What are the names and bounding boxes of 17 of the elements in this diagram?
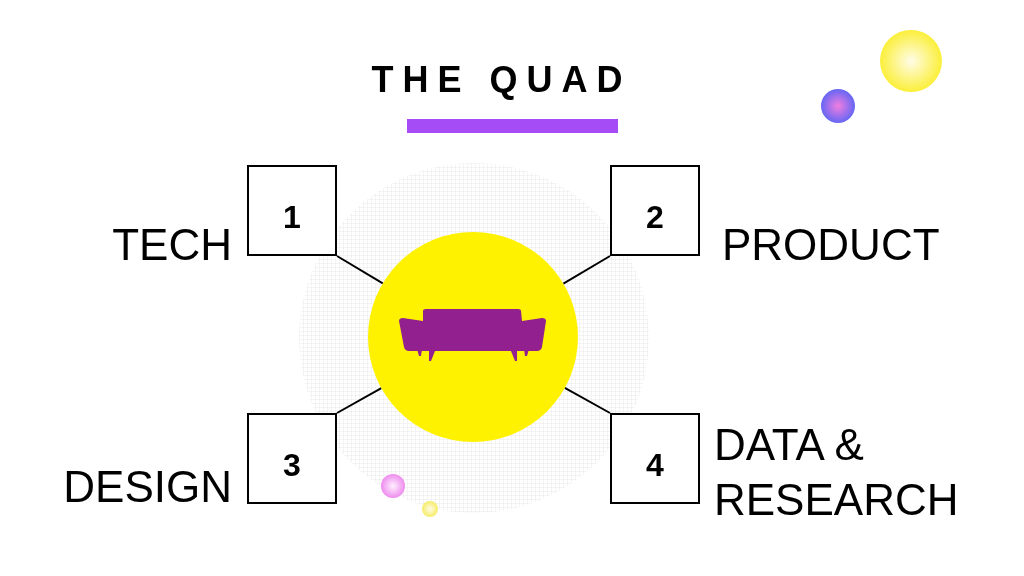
connector-line (336, 387, 383, 414)
number-box (247, 413, 337, 504)
number-box (610, 165, 700, 256)
category-label: PRODUCT (722, 219, 940, 271)
box-number: 2 (646, 200, 664, 233)
category-label: DESIGN (63, 461, 232, 513)
box-number: 4 (646, 448, 664, 481)
connector-line (562, 255, 611, 285)
box-number: 1 (283, 200, 301, 233)
connector-line (336, 255, 384, 285)
title: THE QUAD (370, 62, 633, 98)
number-box (247, 165, 337, 256)
connector-line (563, 386, 611, 414)
category-label: TECH (112, 219, 232, 271)
box-number: 3 (283, 448, 301, 481)
category-label: DATA & RESEARCH (714, 419, 960, 526)
number-box (610, 413, 700, 504)
